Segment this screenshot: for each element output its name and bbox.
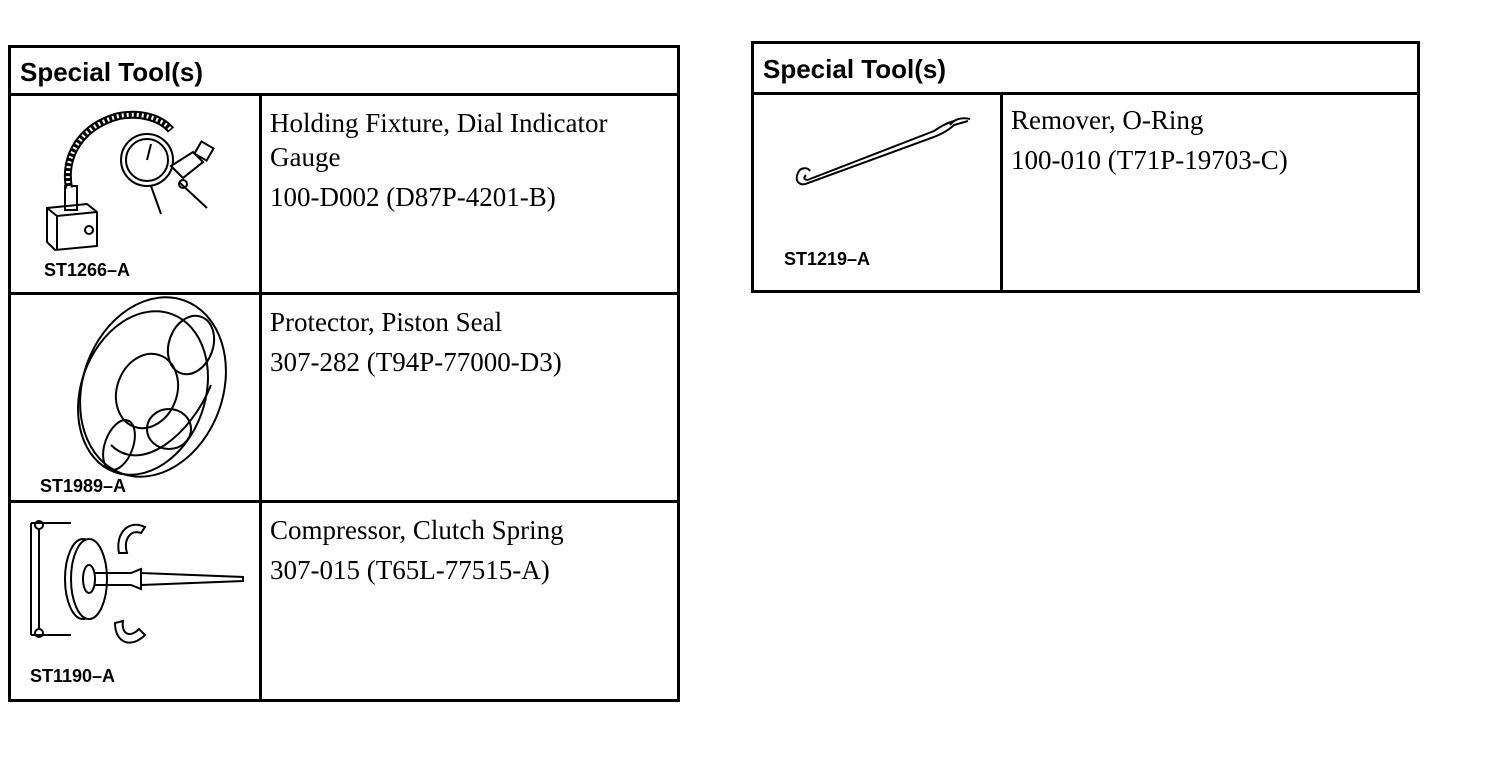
tool-image-cell: ST1219–A <box>754 95 1003 290</box>
table-header: Special Tool(s) <box>754 44 1417 95</box>
tool-row-piston-seal-protector: ST1989–A Protector, Piston Seal 307-282 … <box>11 295 677 503</box>
tool-part-number: 100-010 (T71P-19703-C) <box>1011 145 1288 175</box>
o-ring-remover-icon <box>795 117 971 186</box>
tool-row-dial-indicator-fixture: ST1266–A Holding Fixture, Dial Indicator… <box>11 96 677 295</box>
tool-description-cell: Compressor, Clutch Spring 307-015 (T65L-… <box>262 503 677 699</box>
tool-row-o-ring-remover: ST1219–A Remover, O-Ring 100-010 (T71P-1… <box>754 95 1417 290</box>
tool-image-cell: ST1989–A <box>11 295 262 500</box>
tool-name: Holding Fixture, Dial Indicator Gauge <box>270 108 608 172</box>
tool-description-cell: Remover, O-Ring 100-010 (T71P-19703-C) <box>1003 95 1417 290</box>
table-header: Special Tool(s) <box>11 48 677 96</box>
tool-image-caption: ST1219–A <box>784 249 871 269</box>
tool-name: Protector, Piston Seal <box>270 307 503 337</box>
clutch-spring-compressor-icon <box>30 520 244 644</box>
tool-name: Compressor, Clutch Spring <box>270 515 564 545</box>
tool-image-caption: ST1989–A <box>40 476 127 496</box>
dial-indicator-holding-fixture-icon <box>46 110 215 252</box>
tool-name: Remover, O-Ring <box>1011 105 1204 135</box>
tool-image-caption: ST1266–A <box>44 260 131 280</box>
tool-part-number: 307-282 (T94P-77000-D3) <box>270 347 562 377</box>
tool-image-caption: ST1190–A <box>30 666 116 686</box>
tool-description-cell: Holding Fixture, Dial Indicator Gauge 10… <box>262 96 677 292</box>
tool-image-cell: ST1266–A <box>11 96 262 292</box>
special-tools-table-left: Special Tool(s) <box>8 45 680 702</box>
piston-seal-protector-icon <box>77 296 227 478</box>
tool-part-number: 100-D002 (D87P-4201-B) <box>270 182 556 212</box>
tool-part-number: 307-015 (T65L-77515-A) <box>270 555 550 585</box>
tool-description-cell: Protector, Piston Seal 307-282 (T94P-770… <box>262 295 677 500</box>
tool-row-clutch-spring-compressor: ST1190–A Compressor, Clutch Spring 307-0… <box>11 503 677 699</box>
tool-image-cell: ST1190–A <box>11 503 262 699</box>
special-tools-table-right: Special Tool(s) ST1219–A Remover, O-Ring… <box>751 41 1420 293</box>
